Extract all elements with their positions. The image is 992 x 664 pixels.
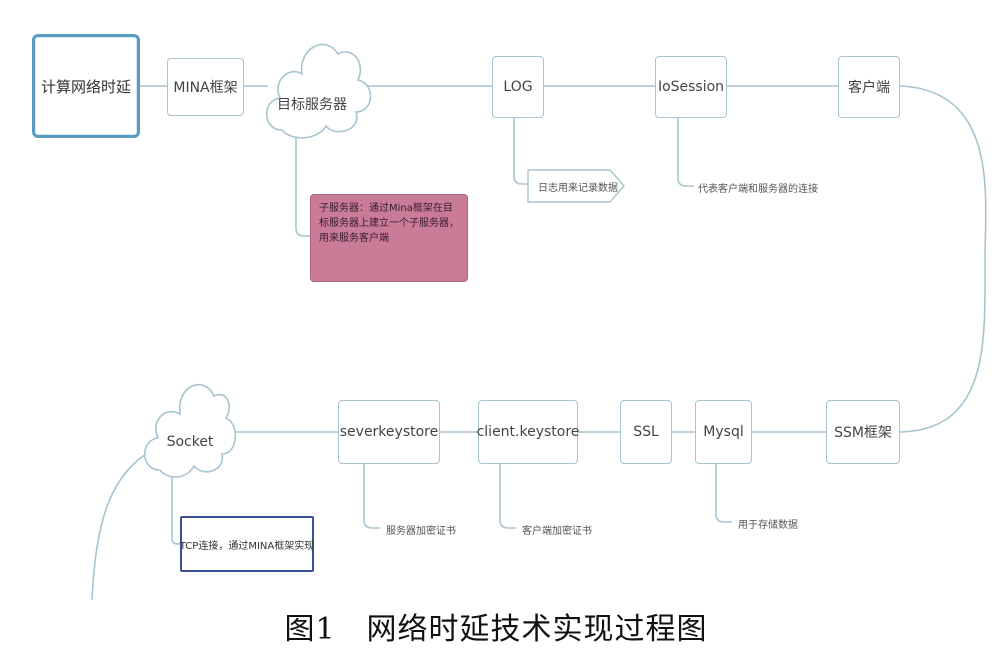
connector-serverkeystore-note — [363, 464, 380, 529]
connector-client-ssm — [899, 85, 987, 433]
client-node[interactable]: 客户端 — [838, 56, 900, 118]
log-note: 日志用来记录数据 — [538, 183, 618, 194]
connector-mysql-note — [715, 464, 732, 523]
target-server-note: 子服务器：通过Mina框架在目标服务器上建立一个子服务器，用来服务客户端 — [310, 194, 468, 282]
log-note-tag-shape — [527, 169, 625, 203]
client-keystore-node[interactable]: client.keystore — [477, 400, 579, 464]
root-node[interactable]: 计算网络时延 — [32, 34, 140, 138]
connector-socket-note — [171, 470, 180, 545]
socket-node[interactable]: Socket — [166, 434, 214, 450]
cloud-socket-shape — [144, 383, 237, 478]
server-keystore-node[interactable]: severkeystore — [338, 400, 440, 464]
flow-diagram: 计算网络时延 MINA框架 目标服务器 LOG IoSession 客户端 子服… — [32, 34, 987, 600]
connector-socket-tail — [91, 445, 161, 600]
iosession-node[interactable]: IoSession — [655, 56, 727, 118]
connector-clientkeystore-note — [499, 464, 516, 529]
figure-caption: 图1 网络时延技术实现过程图 — [284, 612, 708, 647]
connector-lines — [91, 43, 987, 600]
connector-iosession-note — [677, 118, 694, 187]
connector-log-note — [513, 118, 528, 185]
cloud-target-server-shape — [266, 43, 372, 139]
log-node[interactable]: LOG — [492, 56, 544, 118]
mysql-node[interactable]: Mysql — [695, 400, 752, 464]
ssl-node[interactable]: SSL — [620, 400, 672, 464]
socket-note: TCP连接，通过MINA框架实现 — [180, 516, 314, 572]
connector-server-note — [295, 120, 310, 237]
ssm-framework-node[interactable]: SSM框架 — [826, 400, 900, 464]
iosession-note: 代表客户端和服务器的连接 — [698, 184, 818, 195]
client-keystore-note: 客户端加密证书 — [522, 526, 592, 537]
mina-framework-node[interactable]: MINA框架 — [167, 58, 244, 116]
server-keystore-note: 服务器加密证书 — [386, 526, 456, 537]
target-server-node[interactable]: 目标服务器 — [277, 97, 347, 113]
mysql-note: 用于存储数据 — [738, 520, 798, 531]
